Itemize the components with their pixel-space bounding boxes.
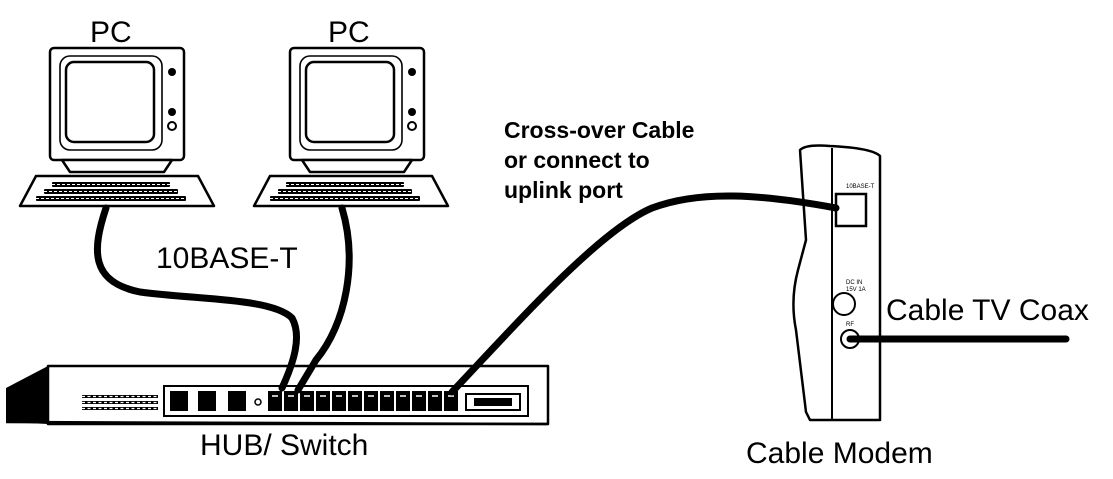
pc-right-label: PC	[328, 16, 370, 49]
keyboard-icon	[18, 174, 216, 208]
hub-switch-icon	[5, 364, 550, 426]
ethernet-ports	[268, 391, 458, 411]
crossover-label-line2: or connect to	[504, 147, 650, 173]
modem-port-label-dc-1: DC IN	[846, 280, 862, 286]
cable-modem-icon: 10BASE-T DC IN 15V 1A RF	[792, 144, 882, 422]
crossover-label: Cross-over Cable or connect to uplink po…	[504, 117, 694, 203]
cable-type-label: 10BASE-T	[156, 242, 298, 275]
modem-port-label-rf: RF	[846, 322, 854, 328]
pc-left-label: PC	[90, 16, 132, 49]
modem-label: Cable Modem	[746, 437, 933, 470]
uplink-ports	[170, 391, 262, 411]
modem-ethernet-port	[834, 192, 868, 228]
computer-icon	[48, 46, 186, 174]
crossover-cable	[448, 192, 840, 396]
led-indicators	[82, 395, 158, 410]
crossover-label-line1: Cross-over Cable	[504, 117, 694, 143]
computer-icon	[288, 46, 426, 174]
modem-port-label-dc-2: 15V 1A	[846, 287, 866, 293]
keyboard-icon	[252, 174, 450, 208]
pc-right-cable	[294, 204, 353, 394]
pc-right: PC	[252, 16, 450, 208]
hub-label: HUB/ Switch	[200, 429, 368, 462]
modem-dc-jack	[832, 292, 856, 316]
coax-label: Cable TV Coax	[886, 294, 1089, 327]
pc-left: PC	[18, 16, 216, 208]
modem-port-label-ethernet: 10BASE-T	[846, 184, 875, 190]
crossover-label-line3: uplink port	[504, 177, 623, 203]
pc-left-cable	[93, 204, 301, 392]
